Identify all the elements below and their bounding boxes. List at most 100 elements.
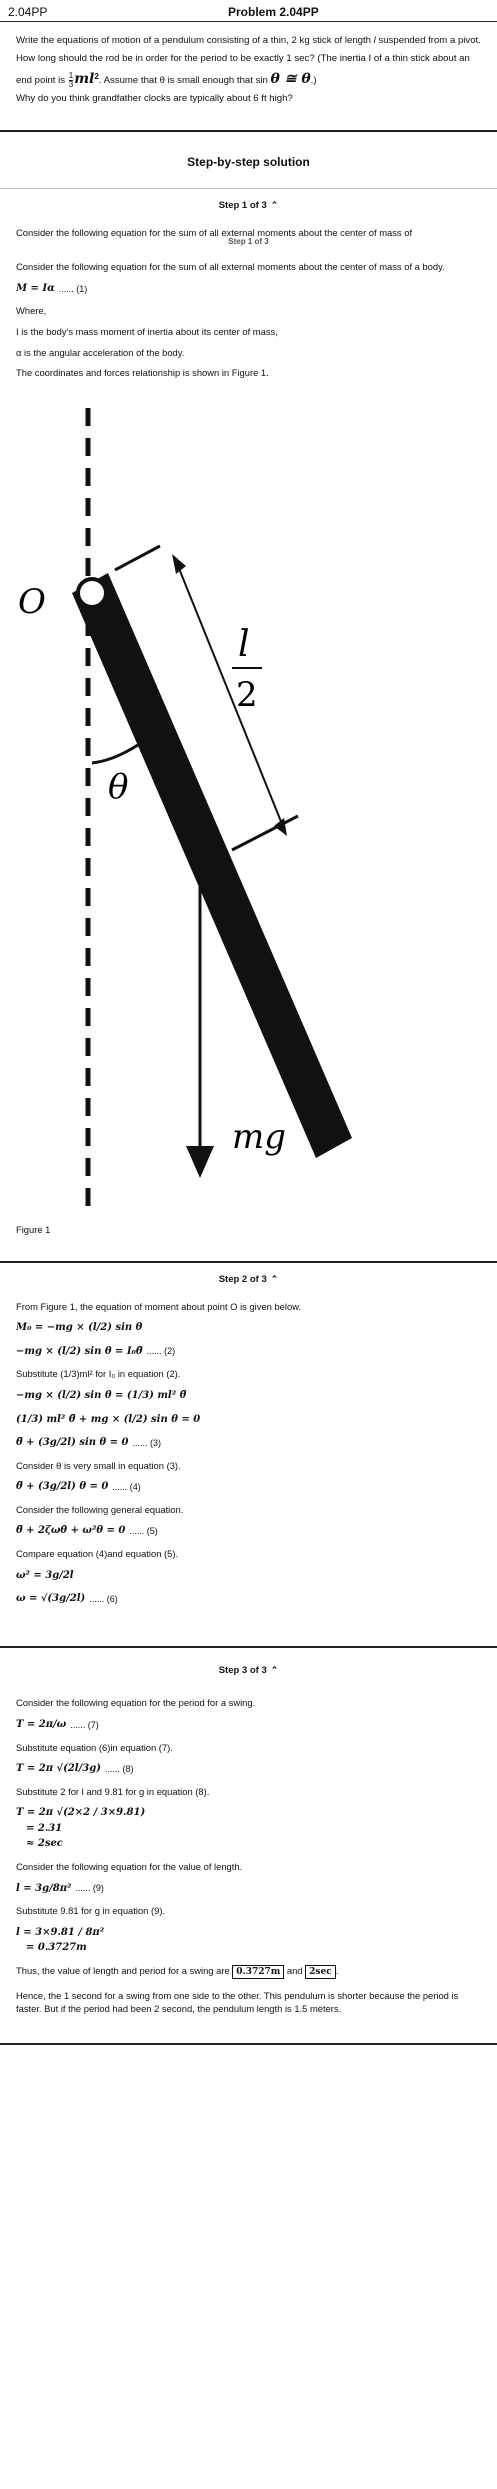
chevron-up-icon[interactable]: ⌃ xyxy=(270,1273,279,1284)
eq-text: T = 2π/ω xyxy=(16,1719,67,1731)
length-tick-top xyxy=(114,544,161,572)
step-divider xyxy=(0,1645,497,1648)
eq-text: ≈ 2sec xyxy=(26,1838,63,1850)
eq-tag: ...... (7) xyxy=(70,1719,99,1730)
assumption-text: Consider θ is very small in equation (3)… xyxy=(16,1459,181,1471)
equation-1: M = Iα...... (1) xyxy=(16,282,481,296)
substitution-text: Substitute (1/3)ml² for I₀ in equation (… xyxy=(16,1368,181,1380)
chevron-up-icon[interactable]: ⌃ xyxy=(270,200,279,211)
pendulum-rod xyxy=(72,573,352,1159)
eq-tag: ...... (4) xyxy=(112,1481,141,1492)
equation: ω² = 3g/2l xyxy=(16,1569,481,1583)
pivot-circle xyxy=(76,577,108,610)
eq-tag: ...... (8) xyxy=(104,1763,134,1774)
step-divider xyxy=(0,2043,497,2046)
figure-caption: Figure 1 xyxy=(16,1224,51,1236)
step-1-title: Step 1 of 3 xyxy=(218,200,267,212)
arrow-head-top xyxy=(172,554,186,575)
step-2-header[interactable]: Step 2 of 3⌃ xyxy=(0,1263,497,1297)
substitution-text: Substitute 2 for l and 9.81 for g in equ… xyxy=(16,1785,210,1797)
eq-text: θ̈ + 2ζωθ̇ + ω²θ = 0 xyxy=(16,1525,126,1537)
eq-text: θ̈ + (3g/2l) θ = 0 xyxy=(16,1481,109,1493)
equation: (1/3) ml² θ̈ + mg × (l/2) sin θ = 0 xyxy=(16,1413,481,1427)
equation-result: = 2.31 xyxy=(26,1822,481,1836)
where-item: I is the body's mass moment of inertia a… xyxy=(16,326,278,338)
top-bar: 2.04PP Problem 2.04PP xyxy=(0,0,497,22)
eq-tag: ...... (9) xyxy=(75,1883,104,1894)
problem-text: .) xyxy=(310,75,317,87)
step-3-title: Step 3 of 3 xyxy=(218,1664,267,1676)
eq-tag: ...... (3) xyxy=(132,1437,161,1448)
general-eq-text: Consider the following general equation. xyxy=(16,1503,184,1515)
step-divider xyxy=(0,1260,497,1263)
eq-text: M = Iα xyxy=(16,282,55,294)
eq-text: = 0.3727m xyxy=(26,1942,87,1954)
solution-heading: Step-by-step solution xyxy=(0,132,497,190)
equation-result: = 0.3727m xyxy=(26,1941,481,1955)
where-item: α is the angular acceleration of the bod… xyxy=(16,346,185,358)
step-1-intro: Consider the following equation for the … xyxy=(16,261,445,273)
problem-text: . Assume that θ is small enough that sin xyxy=(98,75,268,87)
eq-text: T = 2π √(2×2 / 3×9.81) xyxy=(16,1807,146,1819)
equation: T = 2π √(2×2 / 3×9.81) xyxy=(16,1806,481,1820)
divider xyxy=(0,130,497,133)
equation: θ̈ + (3g/2l) θ = 0...... (4) xyxy=(16,1480,481,1494)
problem-id: 2.04PP xyxy=(8,5,48,19)
eq-text: θ̈ + (3g/2l) sin θ = 0 xyxy=(16,1437,129,1448)
step-1-header[interactable]: Step 1 of 3⌃ xyxy=(0,189,497,223)
chevron-up-icon[interactable]: ⌃ xyxy=(270,1664,279,1675)
eq-text: l = 3g/8π² xyxy=(16,1882,72,1894)
eq-tag: ...... (1) xyxy=(58,283,88,294)
figure-1: O l 2 θ mg xyxy=(0,388,497,1219)
problem-question: Why do you think grandfather clocks are … xyxy=(16,93,293,105)
label-l: l xyxy=(238,624,250,665)
eq-text: l = 3×9.81 / 8π² xyxy=(16,1926,105,1938)
answer-line: Thus, the value of length and period for… xyxy=(16,1964,481,1979)
label-O: O xyxy=(18,582,46,622)
problem-statement: Write the equations of motion of a pendu… xyxy=(16,35,481,105)
approx-symbol: θ ≅ θ xyxy=(270,71,311,88)
step-2-intro: From Figure 1, the equation of moment ab… xyxy=(16,1300,302,1312)
substitution-text: Substitute equation (6)in equation (7). xyxy=(16,1741,173,1753)
equation: T = 2π √(2l/3g)...... (8) xyxy=(16,1762,481,1776)
equation: l = 3g/8π²...... (9) xyxy=(16,1882,481,1896)
page-title: Problem 2.04PP xyxy=(228,5,319,19)
frac-num: 1 xyxy=(68,71,74,82)
compare-text: Compare equation (4)and equation (5). xyxy=(16,1547,179,1559)
where-label: Where, xyxy=(16,305,47,317)
eq-text: ω = √(3g/2l) xyxy=(16,1593,86,1605)
figure-intro: The coordinates and forces relationship … xyxy=(16,367,269,379)
answer-period: . xyxy=(335,1964,339,1976)
step-3-intro: Consider the following equation for the … xyxy=(16,1697,256,1709)
eq-tag: ...... (6) xyxy=(89,1593,118,1604)
step-3-header[interactable]: Step 3 of 3⌃ xyxy=(0,1648,497,1688)
eq-text: (1/3) ml² θ̈ + mg × (l/2) sin θ = 0 xyxy=(16,1413,201,1425)
problem-text: Write the equations of motion of a pendu… xyxy=(16,35,371,46)
label-mg: mg xyxy=(232,1117,286,1157)
final-explanation: Hence, the 1 second for a swing from one… xyxy=(16,1989,459,2014)
answer-text: Thus, the value of length and period for… xyxy=(16,1964,230,1976)
equation: ω = √(3g/2l)...... (6) xyxy=(16,1592,481,1606)
length-eq-text: Consider the following equation for the … xyxy=(16,1860,243,1872)
label-theta: θ xyxy=(108,767,128,807)
eq-tag: ...... (2) xyxy=(146,1346,176,1357)
eq-text: M₀ = −mg × (l/2) sin θ xyxy=(16,1322,143,1334)
ml-squared: ml xyxy=(74,71,95,88)
equation: −mg × (l/2) sin θ = (1/3) ml² θ̈ xyxy=(16,1389,481,1403)
substitution-text: Substitute 9.81 for g in equation (9). xyxy=(16,1905,166,1917)
eq-text: −mg × (l/2) sin θ = I₀θ̈ xyxy=(16,1345,143,1357)
pendulum-diagram: O l 2 θ mg xyxy=(18,408,352,1219)
answer-period-box: 2sec xyxy=(305,1964,336,1979)
arrow-head-bottom xyxy=(274,818,287,837)
eq-text: = 2.31 xyxy=(26,1822,63,1834)
step-1-intro-ghost: Consider the following equation for the … xyxy=(16,227,413,239)
weight-arrow-head xyxy=(186,1146,214,1179)
eq-text: T = 2π √(2l/3g) xyxy=(16,1763,101,1775)
eq-text: ω² = 3g/2l xyxy=(16,1569,74,1581)
step-2-title: Step 2 of 3 xyxy=(218,1273,267,1285)
equation-result: ≈ 2sec xyxy=(26,1837,481,1851)
length-arrow-line xyxy=(177,565,283,825)
equation: θ̈ + 2ζωθ̇ + ω²θ = 0...... (5) xyxy=(16,1524,481,1538)
equation: T = 2π/ω...... (7) xyxy=(16,1718,481,1732)
